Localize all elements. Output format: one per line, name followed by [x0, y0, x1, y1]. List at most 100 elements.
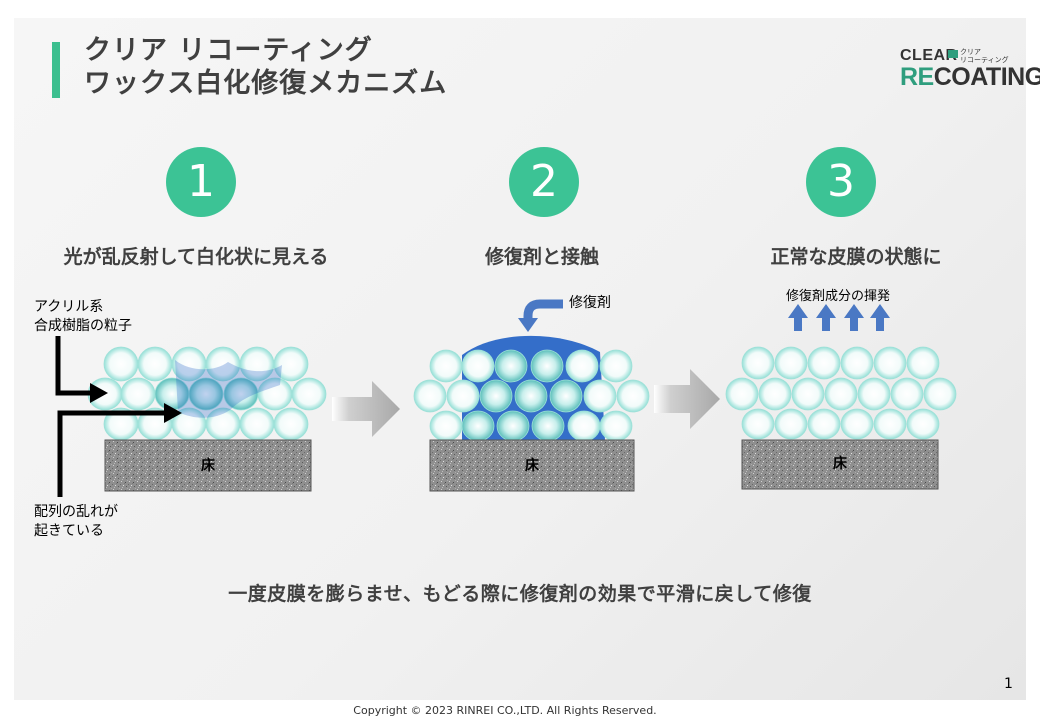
diagram-2-particle — [429, 349, 463, 383]
diagram-3-particle — [824, 377, 858, 411]
diagram-2-particle — [461, 410, 495, 442]
diagram-2-particle — [413, 379, 447, 413]
diagram-3-particle — [840, 408, 874, 440]
diagram-1-particle — [291, 377, 327, 411]
diagram-3-particle — [840, 346, 874, 380]
particles-annotation: アクリル系 合成樹脂の粒子 — [34, 298, 132, 336]
logo-re: RE — [900, 63, 934, 91]
page-number: 1 — [1004, 676, 1013, 692]
diagram-2-particle — [494, 349, 528, 383]
diagram-3: 床 — [725, 304, 957, 490]
particle-pointer-arrowhead — [90, 383, 108, 403]
diagram-3-floor — [741, 439, 939, 490]
diagram-2-floor — [429, 439, 635, 492]
diagram-2-cells — [413, 349, 650, 442]
diagram-2-particle — [496, 410, 530, 442]
diagram-1-disorder-shadow — [175, 360, 282, 418]
diagram-2-particle — [599, 410, 633, 442]
diagram-1-particle — [137, 346, 173, 382]
disorder-annotation: 配列の乱れが 起きている — [34, 503, 118, 541]
diagram-1-particle — [188, 377, 224, 411]
evaporation-annotation: 修復剤成分の揮発 — [786, 289, 891, 304]
diagram-2-floor-label: 床 — [525, 457, 540, 474]
particles-annotation-line-2: 合成樹脂の粒子 — [34, 318, 132, 334]
diagram-2-particle — [549, 379, 583, 413]
diagram-2-particle — [479, 379, 513, 413]
copyright: Copyright © 2023 RINREI CO.,LTD. All Rig… — [353, 704, 657, 717]
logo-flag-icon — [948, 50, 958, 58]
logo-sub-line-2: リコーティング — [960, 56, 1009, 64]
evaporation-arrow-1 — [788, 304, 808, 331]
particle-pointer-arrow — [55, 336, 92, 396]
page-title: クリア リコーティング ワックス白化修復メカニズム — [84, 34, 447, 100]
step-3-badge: 3 — [806, 147, 876, 217]
step-2-badge: 2 — [509, 147, 579, 217]
diagram-2: 床 — [413, 299, 650, 492]
diagram-3-particle — [890, 377, 924, 411]
diagram-1-particle — [273, 407, 309, 441]
title-accent-bar — [52, 42, 60, 98]
diagram-3-particle — [807, 408, 841, 440]
diagram-2-particle — [461, 349, 495, 383]
diagram-2-particle — [567, 410, 601, 442]
step-3-label: 正常な皮膜の状態に — [770, 246, 942, 268]
evaporation-arrow-3 — [844, 304, 864, 331]
diagram-3-cells — [725, 346, 957, 440]
diagram-3-particle — [873, 346, 907, 380]
evaporation-arrow-2 — [816, 304, 836, 331]
diagram-2-particle — [530, 349, 564, 383]
diagram-2-particle — [565, 349, 599, 383]
diagram-3-particle — [758, 377, 792, 411]
diagram-2-particle — [446, 379, 480, 413]
title-line-2: ワックス白化修復メカニズム — [84, 68, 448, 99]
agent-pointer-arrow — [523, 299, 563, 320]
logo-word-clear: CLEAR — [900, 47, 958, 64]
diagram-3-particle — [725, 377, 759, 411]
evaporation-arrows — [788, 304, 890, 331]
evaporation-arrow-4 — [870, 304, 890, 331]
title-line-1: クリア リコーティング — [84, 35, 373, 66]
agent-pointer-arrowhead — [518, 318, 538, 332]
diagram-3-particle — [873, 408, 907, 440]
particles-annotation-line-1: アクリル系 — [34, 299, 104, 315]
summary-text: 一度皮膜を膨らませ、もどる際に修復剤の効果で平滑に戻して修復 — [228, 583, 812, 605]
diagram-1-floor-label: 床 — [201, 457, 216, 474]
diagram-3-particle — [774, 408, 808, 440]
agent-annotation: 修復剤 — [569, 295, 611, 311]
disorder-pointer-arrowhead — [164, 403, 182, 423]
step-2-label: 修復剤と接触 — [484, 246, 599, 268]
diagram-3-particle — [741, 408, 775, 440]
transition-arrow-1 — [332, 381, 400, 437]
diagram-1-floor — [104, 439, 312, 492]
diagram-3-particle — [906, 346, 940, 380]
diagram-1-cells — [87, 346, 327, 441]
diagram-1-particle — [120, 377, 156, 411]
transition-arrow-2 — [654, 369, 720, 429]
logo-sub-line-1: クリア — [960, 48, 981, 56]
step-1-label: 光が乱反射して白化状に見える — [63, 246, 329, 268]
logo-word-recoating: RECOATING — [900, 63, 1040, 92]
brand-logo: CLEAR クリア リコーティング RECOATING — [900, 47, 1040, 97]
logo-coating: COATING — [933, 63, 1040, 91]
diagram-1: 床 — [55, 336, 327, 497]
disorder-annotation-line-2: 起きている — [34, 523, 104, 539]
diagram-2-particle — [514, 379, 548, 413]
diagram-3-particle — [807, 346, 841, 380]
diagram-3-particle — [857, 377, 891, 411]
diagram-2-particle — [583, 379, 617, 413]
diagram-1-particle — [103, 346, 139, 382]
diagram-3-particle — [741, 346, 775, 380]
diagram-2-particle — [599, 349, 633, 383]
disorder-annotation-line-1: 配列の乱れが — [34, 504, 118, 520]
step-1-badge: 1 — [166, 147, 236, 217]
logo-subtitle: クリア リコーティング — [960, 48, 1009, 64]
diagram-3-floor-label: 床 — [833, 455, 848, 472]
diagram-2-particle — [616, 379, 650, 413]
diagram-3-particle — [923, 377, 957, 411]
diagram-3-particle — [774, 346, 808, 380]
diagram-1-particle — [273, 346, 309, 382]
disorder-pointer-arrow — [57, 410, 166, 497]
diagram-1-particle — [239, 407, 275, 441]
diagram-2-particle — [429, 410, 463, 442]
